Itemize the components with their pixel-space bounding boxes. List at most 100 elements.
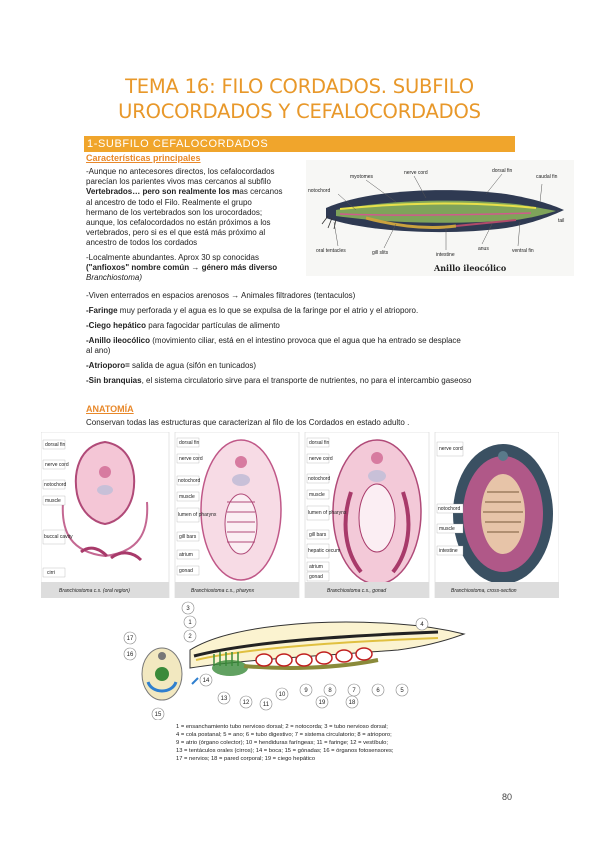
numbered-diagram-illustration: 3 1 2 4 5 6 7 8 9 10 11 12 13 14 15 16 1…	[123, 601, 466, 720]
p1-label: nerve cord	[45, 462, 69, 468]
p1-bold: Vertebrados… pero son realmente los m	[86, 187, 240, 197]
bullet-6: -Sin branquias, el sistema circulatorio …	[86, 376, 472, 385]
label-tail: tail	[558, 218, 564, 224]
bullet-2: -Faringe muy perforada y el agua es lo q…	[86, 306, 419, 315]
bullet-3: -Ciego hepático para fagocidar partícula…	[86, 321, 280, 330]
num-3: 3	[186, 606, 190, 612]
p2-label: notochord	[178, 478, 200, 484]
num-2: 2	[188, 634, 192, 640]
bullet-4: -Anillo ileocólico (movimiento ciliar, e…	[86, 336, 461, 345]
label-myotomes: myotomes	[350, 174, 374, 180]
p3-label: muscle	[309, 492, 325, 498]
label-nerve-cord: nerve cord	[404, 170, 428, 176]
bullet-1: -Viven enterrados en espacios arenosos →…	[86, 291, 356, 300]
p2-line: -Localmente abundantes. Aprox 30 sp cono…	[86, 253, 260, 262]
p4-label: nerve cord	[439, 446, 463, 452]
p1-label: buccal cavity	[44, 534, 73, 540]
num-4: 4	[420, 622, 424, 628]
p1-line: -Aunque no antecesores directos, los cef…	[86, 167, 275, 176]
section-header: 1-SUBFILO CEFALOCORDADOS	[84, 136, 515, 152]
label-notochord: notochord	[308, 188, 330, 194]
p2-line: ("anfioxos" nombre común → género más di…	[86, 263, 304, 273]
numbered-diagram: 3 1 2 4 5 6 7 8 9 10 11 12 13 14 15 16 1…	[118, 598, 478, 720]
p3-label: notochord	[308, 476, 330, 482]
p1-line: aunque, los cefalocordados no están próx…	[86, 218, 271, 228]
page-number: 80	[502, 792, 513, 802]
amphioxus-illustration: myotomes nerve cord dorsal fin caudal fi…	[306, 160, 574, 276]
p2-label: nerve cord	[179, 456, 203, 462]
paragraph-1: -Aunque no antecesores directos, los cef…	[86, 167, 304, 249]
amphioxus-figure: myotomes nerve cord dorsal fin caudal fi…	[306, 160, 574, 276]
num-12: 12	[243, 700, 250, 706]
p2-label: gonad	[179, 568, 193, 574]
p1-line: ancestro de todos los cordados	[86, 238, 198, 248]
p1-line: Vertebrados… pero son realmente los mas …	[86, 187, 283, 197]
p1-caption: Branchiostoma c.s. (oral region)	[59, 588, 130, 594]
p3-label: dorsal fin	[309, 440, 330, 446]
num-9: 9	[304, 688, 308, 694]
p4-label: notochord	[438, 506, 460, 512]
num-16: 16	[127, 652, 134, 658]
legend-line: 9 = atrio (órgano colector); 10 = hendid…	[176, 740, 388, 746]
paragraph-2: -Localmente abundantes. Aprox 30 sp cono…	[86, 253, 304, 284]
bullet-5: -Atrioporo= salida de agua (sifón en tun…	[86, 361, 257, 370]
p3-label: atrium	[309, 564, 323, 570]
legend-line: 4 = cola postanal; 5 = ano; 6 = tubo dig…	[176, 732, 392, 738]
p1-label: muscle	[45, 498, 61, 504]
p2-label: dorsal fin	[179, 440, 200, 446]
num-8: 8	[328, 688, 332, 694]
p2-label: atrium	[179, 552, 193, 558]
p2-label: muscle	[179, 494, 195, 500]
label-oral-tentacles: oral tentacles	[316, 248, 346, 254]
label-dorsal-fin: dorsal fin	[492, 168, 513, 174]
num-19: 19	[319, 700, 326, 706]
label-anillo-ileocolico: Anillo ileocólico	[433, 263, 507, 273]
label-caudal-fin: caudal fin	[536, 174, 558, 180]
num-15: 15	[155, 712, 162, 718]
p4-label: muscle	[439, 526, 455, 532]
p2-line: Branchiostoma)	[86, 273, 143, 283]
page-title: TEMA 16: FILO CORDADOS. SUBFILO UROCORDA…	[0, 74, 599, 124]
cross-sections-figure: dorsal fin nerve cord notochord muscle b…	[41, 432, 559, 598]
num-11: 11	[263, 702, 270, 708]
title-line-1: TEMA 16: FILO CORDADOS. SUBFILO	[125, 75, 474, 98]
p4-caption: Branchiostoma, cross-section	[451, 588, 517, 594]
label-ventral-fin: ventral fin	[512, 248, 534, 254]
p1-label: notochord	[44, 482, 66, 488]
p1-label: cirri	[47, 570, 55, 576]
num-18: 18	[349, 700, 356, 706]
legend-line: 1 = ensanchamiento tubo nervioso dorsal;…	[176, 724, 388, 730]
p3-label: nerve cord	[309, 456, 333, 462]
p1-line: vertebrados, pero si es el que está más …	[86, 228, 266, 238]
p2-label: gill bars	[179, 534, 197, 540]
num-7: 7	[352, 688, 356, 694]
num-5: 5	[400, 688, 404, 694]
p3-label: gonad	[309, 574, 323, 580]
num-17: 17	[127, 636, 134, 642]
label-anus: anus	[478, 246, 489, 252]
p1-line: al ancestro de todo el Filo. Realmente e…	[86, 197, 252, 207]
p3-label: gill bars	[309, 532, 327, 538]
p3-caption: Branchiostoma c.s., gonad	[327, 588, 386, 594]
p3-label: lumen of pharynx	[308, 510, 347, 516]
bullet-4-cont: al ano)	[86, 346, 111, 355]
p2-caption: Branchiostoma c.s., pharynx	[191, 588, 255, 594]
num-6: 6	[376, 688, 380, 694]
label-intestine: intestine	[436, 252, 455, 258]
p4-label: intestine	[439, 548, 458, 554]
diagram-legend: 1 = ensanchamiento tubo nervioso dorsal;…	[176, 723, 436, 763]
p1-label: dorsal fin	[45, 442, 66, 448]
label-gill-slits: gill slits	[372, 250, 389, 256]
title-line-2: UROCORDADOS Y CEFALOCORDADOS	[118, 100, 481, 123]
num-10: 10	[279, 692, 286, 698]
legend-line: 13 = tentáculos orales (cirros); 14 = bo…	[176, 748, 394, 754]
p2-label: lumen of pharynx	[178, 512, 217, 518]
num-1: 1	[188, 620, 192, 626]
legend-line: 17 = nervios; 18 = pared corporal; 19 = …	[176, 756, 316, 762]
characteristics-heading: Características principales	[86, 153, 201, 163]
num-14: 14	[203, 678, 210, 684]
anatomy-subtitle: Conservan todas las estructuras que cara…	[86, 418, 410, 427]
cross-sections-illustration: dorsal fin nerve cord notochord muscle b…	[41, 432, 559, 598]
p1-line: hermano de los vertebrados son los uroco…	[86, 207, 263, 217]
num-13: 13	[221, 696, 228, 702]
